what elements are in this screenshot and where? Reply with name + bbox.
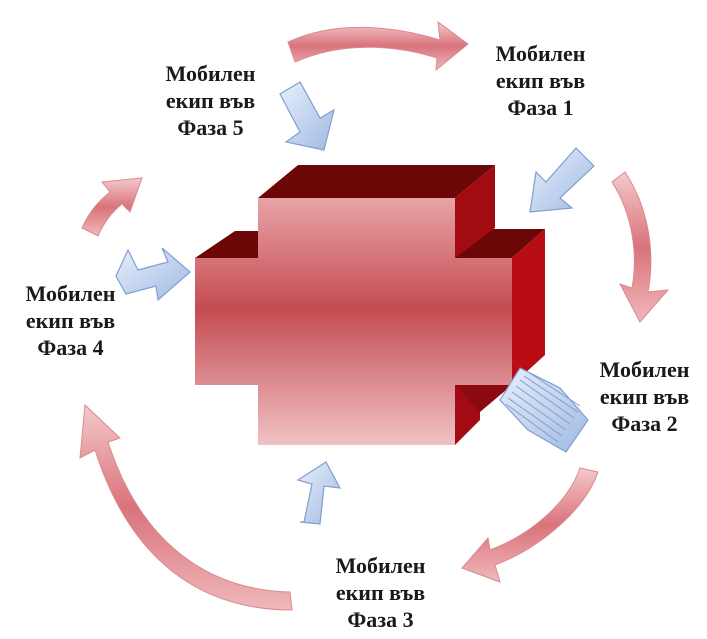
phase-1-label: Мобилен екип във Фаза 1	[478, 40, 603, 121]
phase-3-line3: Фаза 3	[318, 606, 443, 633]
phase-1-line3: Фаза 1	[478, 94, 603, 121]
team-arrow-phase-5	[280, 82, 334, 150]
phase-2-line3: Фаза 2	[582, 410, 707, 437]
phase-2-label: Мобилен екип във Фаза 2	[582, 356, 707, 437]
team-arrow-phase-2	[500, 368, 588, 452]
team-arrow-phase-1	[530, 148, 594, 212]
phase-3-line2: екип във	[318, 579, 443, 606]
cycle-arrow-4-to-5	[82, 178, 142, 236]
phase-5-line2: екип във	[148, 87, 273, 114]
medical-cross-icon	[195, 165, 545, 445]
team-arrow-phase-3	[298, 462, 340, 524]
cycle-arrow-1-to-2	[612, 172, 668, 322]
phase-4-label: Мобилен екип във Фаза 4	[8, 280, 133, 361]
phase-4-line3: Фаза 4	[8, 334, 133, 361]
cycle-arrow-2-to-3	[462, 468, 598, 582]
phase-1-line1: Мобилен	[478, 40, 603, 67]
phase-1-line2: екип във	[478, 67, 603, 94]
phase-5-line1: Мобилен	[148, 60, 273, 87]
phase-4-line2: екип във	[8, 307, 133, 334]
phase-2-line1: Мобилен	[582, 356, 707, 383]
phase-3-line1: Мобилен	[318, 552, 443, 579]
cycle-arrow-5-to-1	[288, 22, 468, 70]
phase-5-label: Мобилен екип във Фаза 5	[148, 60, 273, 141]
phase-4-line1: Мобилен	[8, 280, 133, 307]
phase-5-line3: Фаза 5	[148, 114, 273, 141]
phase-3-label: Мобилен екип във Фаза 3	[318, 552, 443, 633]
phase-2-line2: екип във	[582, 383, 707, 410]
